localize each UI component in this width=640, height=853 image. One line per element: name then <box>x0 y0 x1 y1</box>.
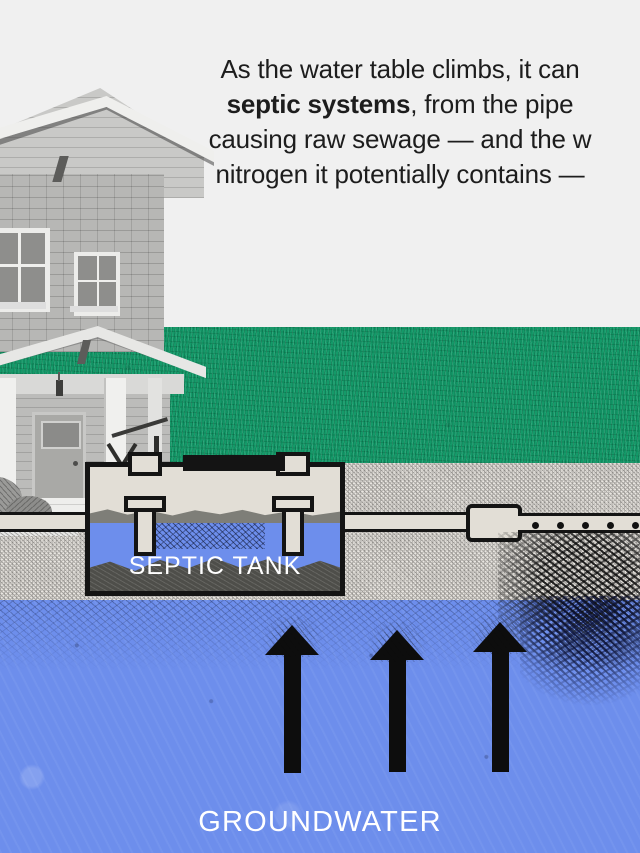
house-window-large <box>0 228 50 312</box>
tank-effluent-particles <box>152 523 265 549</box>
porch-ceiling <box>0 374 184 394</box>
septic-tank-icon: SEPTIC TANK <box>85 462 345 596</box>
caption-line-3: causing raw sewage — and the w <box>208 124 592 154</box>
house-icon <box>0 78 214 536</box>
porch-column-left <box>0 378 16 502</box>
up-arrow-icon <box>363 622 431 772</box>
tank-inlet-baffle-cap <box>124 496 166 512</box>
front-door <box>32 412 86 506</box>
groundwater-label: GROUNDWATER <box>198 806 442 838</box>
caption-line-2-rest: , from the pipe <box>410 89 574 119</box>
tank-access-riser-left <box>128 452 162 476</box>
caption-text: As the water table climbs, it can septic… <box>0 52 640 192</box>
septic-tank-label: SEPTIC TANK <box>128 552 302 580</box>
caption-line-2: septic systems, from the pipe <box>0 87 640 122</box>
perforated-drain-pipe-icon <box>518 513 640 533</box>
tank-lid <box>183 455 285 471</box>
up-arrow-icon <box>466 614 534 772</box>
up-arrow-icon <box>258 617 326 773</box>
house-window-sill-large <box>0 302 46 309</box>
porch-lamp-icon <box>56 372 63 396</box>
house-window-sill-small <box>70 306 118 312</box>
house-window-small <box>74 252 120 316</box>
tank-outlet-baffle-cap <box>272 496 314 512</box>
contamination-plume-lower <box>520 596 640 708</box>
caption-line-1: As the water table climbs, it can <box>220 54 580 84</box>
caption-line-4: nitrogen it potentially contains — <box>215 159 585 189</box>
caption-emphasis: septic systems <box>226 89 411 119</box>
